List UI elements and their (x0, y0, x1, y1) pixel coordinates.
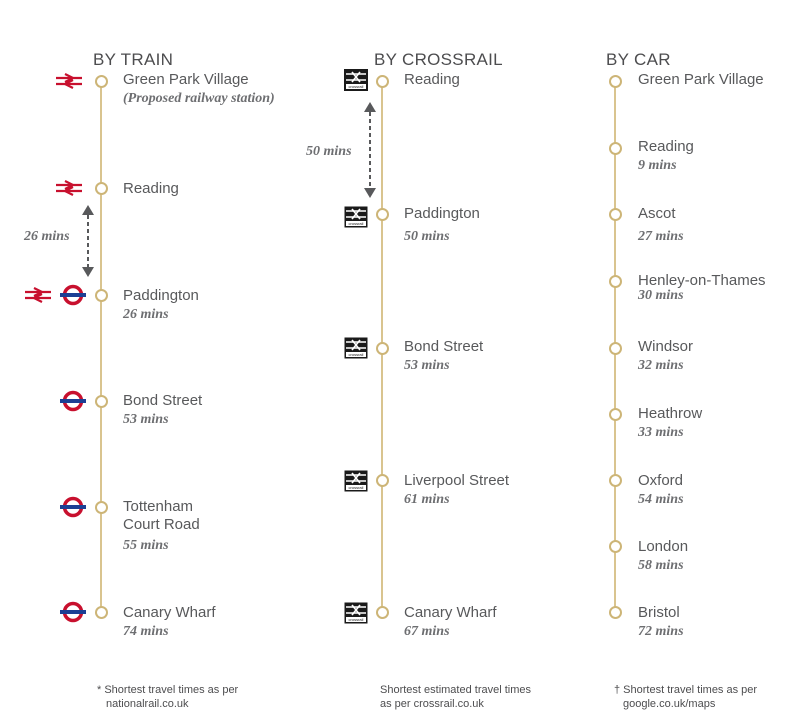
train-stop-dot (95, 501, 108, 514)
train-stop-time: 26 mins (123, 307, 169, 322)
crossrail-column-title: BY CROSSRAIL (374, 50, 503, 69)
car-stop-dot (609, 208, 622, 221)
crossrail-duration-label: 50 mins (306, 144, 352, 159)
car-stop-time: 58 mins (638, 558, 684, 573)
crossrail-stop-dot (376, 75, 389, 88)
car-stop-dot (609, 342, 622, 355)
train-duration-label: 26 mins (24, 229, 70, 244)
car-stop-time: 9 mins (638, 158, 677, 173)
car-stop-dot (609, 275, 622, 288)
crossrail-stop-name: Reading (404, 71, 460, 88)
svg-text:crossrail: crossrail (349, 617, 364, 622)
car-stop-name: Windsor (638, 338, 694, 355)
car-stop-name: Heathrow (638, 405, 703, 422)
crossrail-stop-time: 67 mins (404, 624, 450, 639)
train-stop-time: 53 mins (123, 412, 169, 427)
london-underground-icon (60, 390, 86, 412)
national-rail-icon (56, 73, 82, 89)
national-rail-icon (56, 180, 82, 196)
crossrail-icon: crossrail (344, 69, 368, 91)
car-stop-time: 54 mins (638, 492, 684, 507)
london-underground-icon (60, 284, 86, 306)
car-stop-time: 30 mins (638, 288, 684, 303)
crossrail-stop-dot (376, 474, 389, 487)
car-stop-name: Henley-on-Thames (638, 272, 766, 289)
train-stop-name: Bond Street (123, 392, 203, 409)
car-stop-name: Oxford (638, 472, 684, 489)
crossrail-footnote-line2: as per crossrail.co.uk (380, 698, 484, 710)
train-stop-name: Canary Wharf (123, 604, 216, 621)
crossrail-stop-time: 50 mins (404, 229, 450, 244)
car-stop-time: 33 mins (638, 425, 684, 440)
car-stop-name: Reading (638, 138, 694, 155)
london-underground-icon (60, 496, 86, 518)
crossrail-stop-name: Liverpool Street (404, 472, 510, 489)
car-stop-dot (609, 142, 622, 155)
crossrail-icon: crossrail (344, 470, 368, 492)
car-stop-dot (609, 540, 622, 553)
svg-text:crossrail: crossrail (349, 485, 364, 490)
car-stop-name: Green Park Village (638, 71, 764, 88)
car-stop-dot (609, 75, 622, 88)
car-column-title: BY CAR (606, 50, 671, 69)
crossrail-icon: crossrail (344, 602, 368, 624)
national-rail-icon (25, 287, 51, 303)
train-duration-arrow (82, 205, 94, 277)
train-stop-dot (95, 75, 108, 88)
train-stop-dot (95, 395, 108, 408)
train-stop-name: Reading (123, 180, 179, 197)
crossrail-icon: crossrail (344, 337, 368, 359)
train-stop-dot (95, 289, 108, 302)
crossrail-icon: crossrail (344, 206, 368, 228)
car-stop-time: 72 mins (638, 624, 684, 639)
train-stop-name: Tottenham (123, 498, 194, 515)
train-stop-name: Green Park Village (123, 71, 249, 88)
train-footnote-line2: nationalrail.co.uk (106, 698, 189, 710)
car-stop-time: 27 mins (638, 229, 684, 244)
car-footnote-line2: google.co.uk/maps (623, 698, 716, 710)
crossrail-stop-dot (376, 342, 389, 355)
train-footnote-line1: * Shortest travel times as per (97, 684, 239, 696)
train-route-line (100, 80, 102, 612)
crossrail-stop-dot (376, 208, 389, 221)
london-underground-icon (60, 601, 86, 623)
svg-text:crossrail: crossrail (349, 84, 364, 89)
train-stop-dot (95, 182, 108, 195)
car-stop-name: Ascot (638, 205, 676, 222)
train-stop-time: 74 mins (123, 624, 169, 639)
train-stop-time: 55 mins (123, 538, 169, 553)
crossrail-footnote-line1: Shortest estimated travel times (380, 684, 532, 696)
car-stop-dot (609, 606, 622, 619)
crossrail-stop-name: Paddington (404, 205, 480, 222)
crossrail-stop-time: 61 mins (404, 492, 450, 507)
car-stop-name: Bristol (638, 604, 680, 621)
crossrail-duration-arrow (364, 102, 376, 198)
car-stop-name: London (638, 538, 689, 555)
crossrail-stop-time: 53 mins (404, 358, 450, 373)
crossrail-stop-name: Canary Wharf (404, 604, 497, 621)
car-stop-time: 32 mins (638, 358, 684, 373)
train-stop-name-line2: Court Road (123, 516, 200, 533)
train-stop-name: Paddington (123, 287, 199, 304)
crossrail-stop-name: Bond Street (404, 338, 484, 355)
crossrail-stop-dot (376, 606, 389, 619)
svg-text:crossrail: crossrail (349, 221, 364, 226)
train-stop-dot (95, 606, 108, 619)
car-stop-dot (609, 474, 622, 487)
svg-text:crossrail: crossrail (349, 352, 364, 357)
train-column-title: BY TRAIN (93, 50, 174, 69)
train-stop-note: (Proposed railway station) (123, 91, 275, 106)
car-footnote-line1: † Shortest travel times as per (614, 684, 758, 696)
car-stop-dot (609, 408, 622, 421)
